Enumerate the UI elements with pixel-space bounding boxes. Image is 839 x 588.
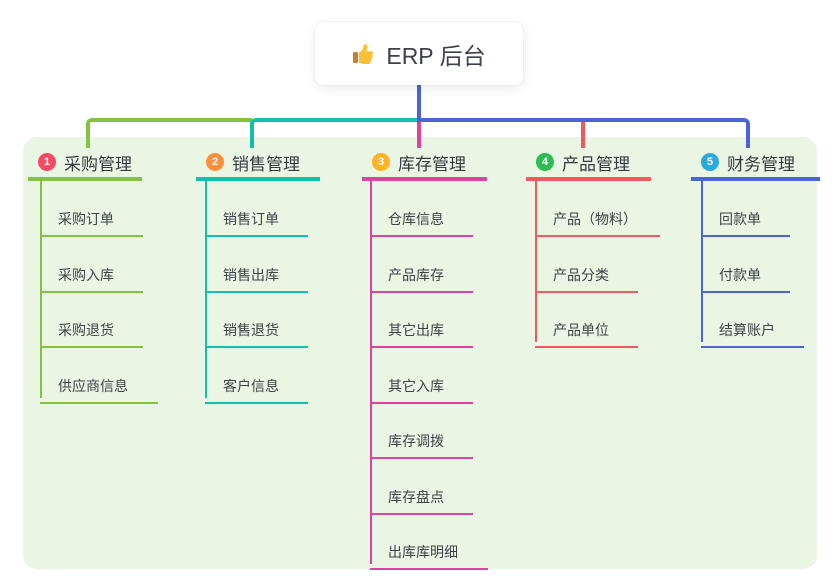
connector-trunk	[417, 85, 421, 122]
root-title: ERP 后台	[386, 42, 486, 69]
child-node[interactable]: 仓库信息	[370, 195, 473, 237]
branch-node-sales[interactable]: 2 销售管理	[196, 147, 320, 181]
branch-number-badge: 5	[701, 153, 719, 171]
connector-elbow-finance	[418, 118, 750, 148]
child-node[interactable]: 采购退货	[40, 306, 143, 348]
branch-node-inventory[interactable]: 3 库存管理	[362, 147, 487, 181]
connector-elbow-sales	[250, 118, 418, 148]
branch-title: 销售管理	[232, 154, 300, 174]
child-node[interactable]: 销售出库	[205, 251, 308, 293]
branch-title: 产品管理	[562, 154, 630, 174]
branch-tree-line	[205, 181, 207, 398]
child-node[interactable]: 供应商信息	[40, 362, 158, 404]
child-node[interactable]: 产品库存	[370, 251, 473, 293]
branch-tree-line	[370, 181, 372, 564]
branch-number-badge: 2	[206, 153, 224, 171]
branch-node-finance[interactable]: 5 财务管理	[691, 147, 820, 181]
connector-drop-inventory	[417, 122, 421, 148]
child-node[interactable]: 回款单	[701, 195, 790, 237]
branch-tree-line	[535, 181, 537, 342]
child-node[interactable]: 销售退货	[205, 306, 308, 348]
child-node[interactable]: 采购订单	[40, 195, 143, 237]
child-node[interactable]: 采购入库	[40, 251, 143, 293]
branch-title: 库存管理	[398, 154, 466, 174]
branch-node-product[interactable]: 4 产品管理	[526, 147, 651, 181]
branch-number-badge: 3	[372, 153, 390, 171]
branch-tree-line	[701, 181, 703, 342]
child-node[interactable]: 库存盘点	[370, 473, 473, 515]
child-node[interactable]: 其它出库	[370, 306, 473, 348]
child-node[interactable]: 销售订单	[205, 195, 308, 237]
child-node[interactable]: 产品分类	[535, 251, 638, 293]
branch-title: 采购管理	[64, 154, 132, 174]
branch-title: 财务管理	[727, 154, 795, 174]
branch-node-purchase[interactable]: 1 采购管理	[28, 147, 142, 181]
thumbs-up-icon	[352, 42, 376, 66]
branches-panel	[23, 137, 817, 569]
branch-number-badge: 4	[536, 153, 554, 171]
child-node[interactable]: 出库库明细	[370, 528, 488, 570]
connector-drop-product	[581, 122, 585, 148]
connector-elbow-purchase	[86, 118, 252, 148]
child-node[interactable]: 产品（物料）	[535, 195, 660, 237]
branch-number-badge: 1	[38, 153, 56, 171]
child-node[interactable]: 结算账户	[701, 306, 804, 348]
child-node[interactable]: 付款单	[701, 251, 790, 293]
child-node[interactable]: 其它入库	[370, 362, 473, 404]
child-node[interactable]: 客户信息	[205, 362, 308, 404]
root-node[interactable]: ERP 后台	[315, 22, 523, 85]
branch-tree-line	[40, 181, 42, 398]
child-node[interactable]: 库存调拨	[370, 417, 473, 459]
child-node[interactable]: 产品单位	[535, 306, 638, 348]
